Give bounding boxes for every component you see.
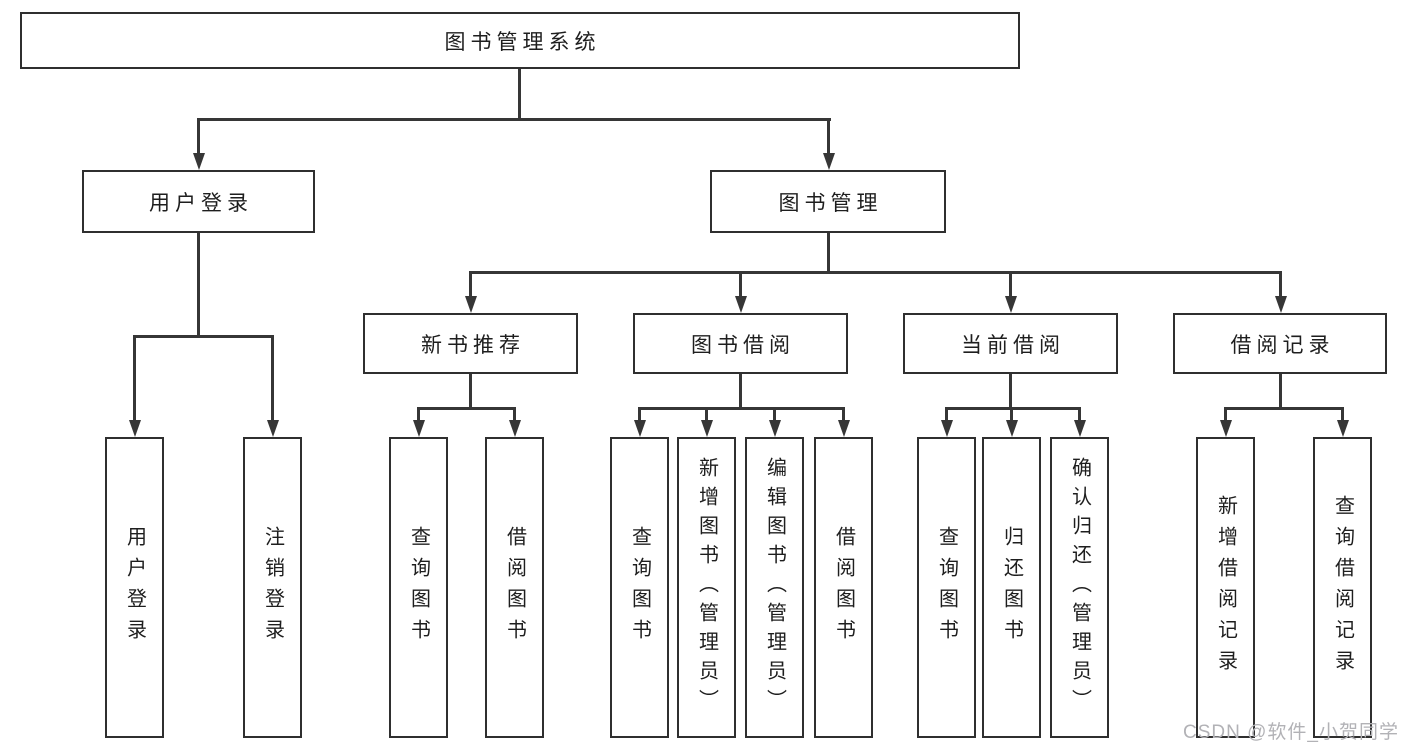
connector-line	[1341, 407, 1344, 421]
node-library-system-label: 图书管理系统	[444, 30, 601, 54]
connector-arrowhead	[192, 153, 205, 170]
connector-arrowhead	[1073, 420, 1086, 437]
connector-line	[827, 118, 830, 155]
node-book-borrowing: 图书借阅	[633, 313, 848, 374]
connector-arrowhead	[464, 296, 477, 313]
leaf-logout-label: 注销登录	[261, 525, 284, 650]
node-current-borrowing: 当前借阅	[903, 313, 1118, 374]
node-new-book-recommend-label: 新书推荐	[421, 333, 525, 357]
connector-line	[1224, 407, 1227, 421]
connector-arrowhead	[940, 420, 953, 437]
leaf-current-confirm-return: 确认归还（管理员）	[1050, 437, 1109, 738]
node-book-borrowing-label: 图书借阅	[691, 333, 795, 357]
connector-line	[705, 407, 708, 421]
connector-arrowhead	[633, 420, 646, 437]
connector-line	[1279, 374, 1282, 407]
leaf-records-query-record-label: 查询借阅记录	[1331, 494, 1354, 681]
node-book-management: 图书管理	[710, 170, 946, 233]
leaf-borrowing-borrow-books: 借阅图书	[814, 437, 873, 738]
connector-line	[739, 374, 742, 407]
node-user-login-label: 用户登录	[149, 191, 253, 215]
leaf-borrowing-edit-books-label: 编辑图书（管理员）	[763, 457, 786, 718]
leaf-borrowing-add-books-label: 新增图书（管理员）	[695, 457, 718, 718]
connector-arrowhead	[412, 420, 425, 437]
leaf-records-query-record: 查询借阅记录	[1313, 437, 1372, 738]
leaf-newbook-borrow-books-label: 借阅图书	[503, 525, 526, 650]
connector-line	[638, 407, 845, 410]
leaf-borrowing-add-books: 新增图书（管理员）	[677, 437, 736, 738]
connector-line	[1010, 407, 1013, 421]
node-current-borrowing-label: 当前借阅	[961, 333, 1065, 357]
leaf-current-confirm-return-label: 确认归还（管理员）	[1068, 457, 1091, 718]
connector-line	[271, 335, 274, 421]
node-user-login: 用户登录	[82, 170, 315, 233]
connector-arrowhead	[734, 296, 747, 313]
connector-line	[945, 407, 1081, 410]
leaf-records-add-record-label: 新增借阅记录	[1214, 494, 1237, 681]
connector-arrowhead	[768, 420, 781, 437]
connector-line	[417, 407, 516, 410]
connector-line	[842, 407, 845, 421]
node-library-system: 图书管理系统	[20, 12, 1020, 69]
connector-arrowhead	[1005, 420, 1018, 437]
leaf-borrowing-borrow-books-label: 借阅图书	[832, 525, 855, 650]
connector-line	[469, 374, 472, 407]
leaf-user-login-label: 用户登录	[123, 525, 146, 650]
connector-line	[945, 407, 948, 421]
connector-line	[1224, 407, 1344, 410]
leaf-newbook-query-books-label: 查询图书	[407, 525, 430, 650]
leaf-current-return-books-label: 归还图书	[1000, 525, 1023, 650]
connector-line	[469, 271, 472, 297]
connector-line	[1009, 374, 1012, 407]
connector-line	[518, 69, 521, 119]
connector-line	[197, 118, 831, 121]
node-new-book-recommend: 新书推荐	[363, 313, 578, 374]
connector-arrowhead	[837, 420, 850, 437]
connector-line	[197, 233, 200, 335]
connector-arrowhead	[1219, 420, 1232, 437]
node-book-management-label: 图书管理	[778, 191, 883, 215]
connector-arrowhead	[822, 153, 835, 170]
connector-line	[773, 407, 776, 421]
connector-line	[1009, 271, 1012, 297]
node-borrowing-records: 借阅记录	[1173, 313, 1387, 374]
leaf-user-login: 用户登录	[105, 437, 164, 738]
connector-line	[827, 233, 830, 273]
connector-arrowhead	[1274, 296, 1287, 313]
connector-arrowhead	[1004, 296, 1017, 313]
leaf-borrowing-query-books: 查询图书	[610, 437, 669, 738]
leaf-logout: 注销登录	[243, 437, 302, 738]
connector-line	[417, 407, 420, 421]
connector-arrowhead	[508, 420, 521, 437]
leaf-newbook-query-books: 查询图书	[389, 437, 448, 738]
connector-line	[1078, 407, 1081, 421]
node-borrowing-records-label: 借阅记录	[1230, 333, 1335, 357]
leaf-current-query-books-label: 查询图书	[935, 525, 958, 650]
connector-line	[638, 407, 641, 421]
leaf-borrowing-edit-books: 编辑图书（管理员）	[745, 437, 804, 738]
connector-line	[133, 335, 136, 421]
connector-line	[513, 407, 516, 421]
connector-line	[133, 335, 274, 338]
connector-line	[469, 271, 1282, 274]
connector-line	[1279, 271, 1282, 297]
connector-arrowhead	[128, 420, 141, 437]
leaf-current-return-books: 归还图书	[982, 437, 1041, 738]
leaf-borrowing-query-books-label: 查询图书	[628, 525, 651, 650]
connector-arrowhead	[700, 420, 713, 437]
connector-arrowhead	[266, 420, 279, 437]
leaf-current-query-books: 查询图书	[917, 437, 976, 738]
connector-arrowhead	[1336, 420, 1349, 437]
watermark: CSDN @软件_小贺同学	[1183, 722, 1399, 743]
connector-line	[197, 118, 200, 155]
leaf-newbook-borrow-books: 借阅图书	[485, 437, 544, 738]
leaf-records-add-record: 新增借阅记录	[1196, 437, 1255, 738]
connector-line	[739, 271, 742, 297]
